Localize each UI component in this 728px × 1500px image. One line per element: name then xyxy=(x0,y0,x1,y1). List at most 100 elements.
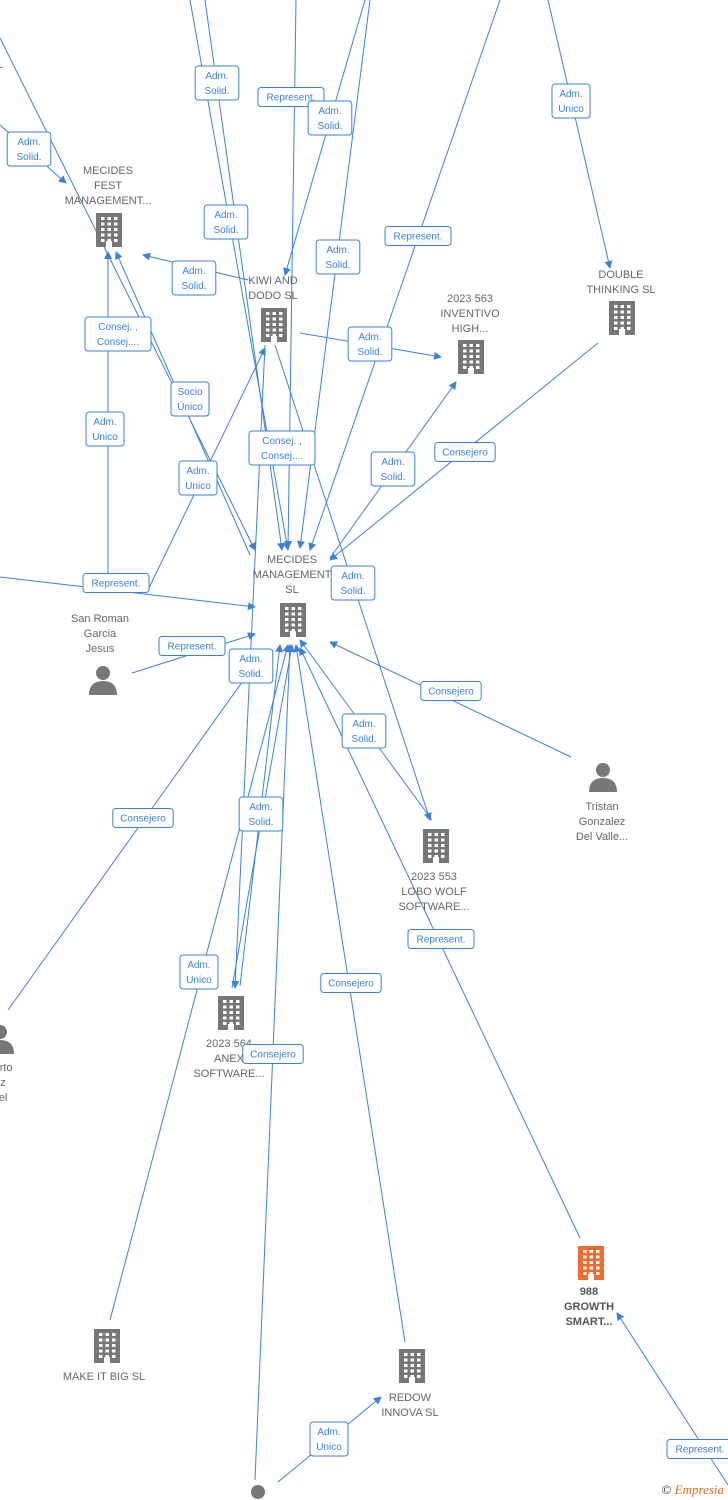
edge-label[interactable]: Consej. ,Consej.... xyxy=(84,316,152,352)
building-icon[interactable] xyxy=(218,996,244,1030)
node-makeit[interactable]: MAKE IT BIG SL xyxy=(63,1329,145,1383)
edge-label[interactable]: Consejero xyxy=(434,442,496,462)
edge-label[interactable]: Adm.Solid. xyxy=(341,713,387,749)
building-icon[interactable] xyxy=(609,301,635,335)
edge-label[interactable]: Adm.Solid. xyxy=(370,451,416,487)
edge-label-line: Adm. xyxy=(249,802,272,813)
edge-label[interactable]: Consejero xyxy=(420,681,482,701)
door-shape xyxy=(588,1274,594,1280)
window-shape xyxy=(614,321,618,325)
node-bottom_person[interactable] xyxy=(244,1485,272,1500)
window-shape xyxy=(99,1338,103,1342)
person-icon[interactable] xyxy=(589,763,617,792)
edge-label[interactable]: Represent. xyxy=(407,929,475,949)
edge-label[interactable]: Adm.Solid. xyxy=(171,260,217,296)
window-shape xyxy=(469,360,473,364)
window-shape xyxy=(266,328,270,332)
node-label: MAKE IT BIG SL xyxy=(63,1371,145,1383)
window-shape xyxy=(223,1000,227,1003)
node-roberto[interactable]: bertoeznel xyxy=(0,1025,14,1104)
building-icon[interactable] xyxy=(578,1246,604,1280)
window-shape xyxy=(107,217,111,220)
edge-label[interactable]: Adm.Unico xyxy=(309,1421,349,1457)
edge-label-box xyxy=(384,226,452,246)
window-shape xyxy=(434,838,438,842)
window-shape xyxy=(107,239,111,242)
edge-label[interactable]: Adm.Solid. xyxy=(238,796,284,832)
edge-label[interactable]: Represent. xyxy=(82,573,150,593)
building-icon[interactable] xyxy=(96,213,122,247)
building-icon[interactable] xyxy=(94,1329,120,1363)
node-label-line: KIWI AND xyxy=(248,275,298,287)
edge-label[interactable]: Adm.Unico xyxy=(178,460,218,496)
edge-label-box xyxy=(434,442,496,462)
edge-label-line: Solid. xyxy=(325,260,350,271)
building-icon[interactable] xyxy=(261,308,287,342)
edge-label[interactable]: Adm.Solid. xyxy=(315,239,361,275)
edge-label[interactable]: Represent. xyxy=(666,1439,728,1459)
edge-label-line: Represent. xyxy=(267,93,316,104)
edge-label[interactable]: Adm.Solid. xyxy=(194,65,240,101)
building-icon[interactable] xyxy=(399,1349,425,1383)
node-top_left[interactable]: L xyxy=(0,59,3,71)
door-shape xyxy=(228,1024,234,1030)
window-shape xyxy=(266,323,270,326)
edge-labels-layer: Adm.Solid.Represent.Adm.Solid.Adm.UnicoA… xyxy=(6,65,728,1459)
edge-label[interactable]: Consejero xyxy=(112,808,174,828)
edge-label[interactable]: Adm.Solid. xyxy=(6,131,52,167)
edge-label-line: Adm. xyxy=(93,417,116,428)
edge-label-line: Adm. xyxy=(187,960,210,971)
edge-label[interactable]: Consejero xyxy=(320,973,382,993)
edge-label-box xyxy=(171,260,217,296)
window-shape xyxy=(476,355,480,358)
edge-label[interactable]: Adm.Solid. xyxy=(347,326,393,362)
edge-label[interactable]: Adm.Unico xyxy=(551,83,591,119)
edge-label[interactable]: Adm.Solid. xyxy=(228,648,274,684)
edge-label[interactable]: Consejero xyxy=(242,1044,304,1064)
edge-label[interactable]: Adm.Solid. xyxy=(330,565,376,601)
edge-label-line: Consejero xyxy=(442,448,488,459)
building-icon[interactable] xyxy=(423,829,449,863)
edge-label-line: Socio xyxy=(177,387,202,398)
window-shape xyxy=(266,317,270,321)
edge-label-box xyxy=(112,808,174,828)
brand-logo-text[interactable]: Empresia xyxy=(674,1482,724,1497)
edge-label[interactable]: Adm. Unico xyxy=(85,411,125,447)
window-shape xyxy=(596,1255,600,1259)
window-shape xyxy=(627,321,631,325)
edge-label[interactable]: Adm.Solid. xyxy=(307,100,353,136)
node-label-line: MECIDES xyxy=(267,554,317,566)
window-shape xyxy=(101,228,105,231)
person-icon-body xyxy=(0,1040,14,1054)
edge-label[interactable]: Adm.Unico xyxy=(179,954,219,990)
person-icon[interactable] xyxy=(89,666,117,695)
building-icon[interactable] xyxy=(280,603,306,637)
window-shape xyxy=(583,1250,587,1253)
edge-label[interactable]: Adm.Solid. xyxy=(203,204,249,240)
edge-label-line: Unico xyxy=(92,432,118,443)
edge-label[interactable]: Represent. xyxy=(384,226,452,246)
building-icon[interactable] xyxy=(458,340,484,374)
window-shape xyxy=(291,629,295,632)
edge-label[interactable]: Represent. xyxy=(158,636,226,656)
edge-label[interactable]: Consej. ,Consej.... xyxy=(248,430,316,466)
edge-label[interactable]: Represent. xyxy=(257,87,325,107)
person-icon[interactable] xyxy=(0,1025,14,1054)
window-shape xyxy=(476,360,480,364)
person-icon[interactable] xyxy=(244,1485,272,1500)
window-shape xyxy=(272,312,276,315)
edge-label-text: Consej. ,Consej.... xyxy=(97,322,139,348)
